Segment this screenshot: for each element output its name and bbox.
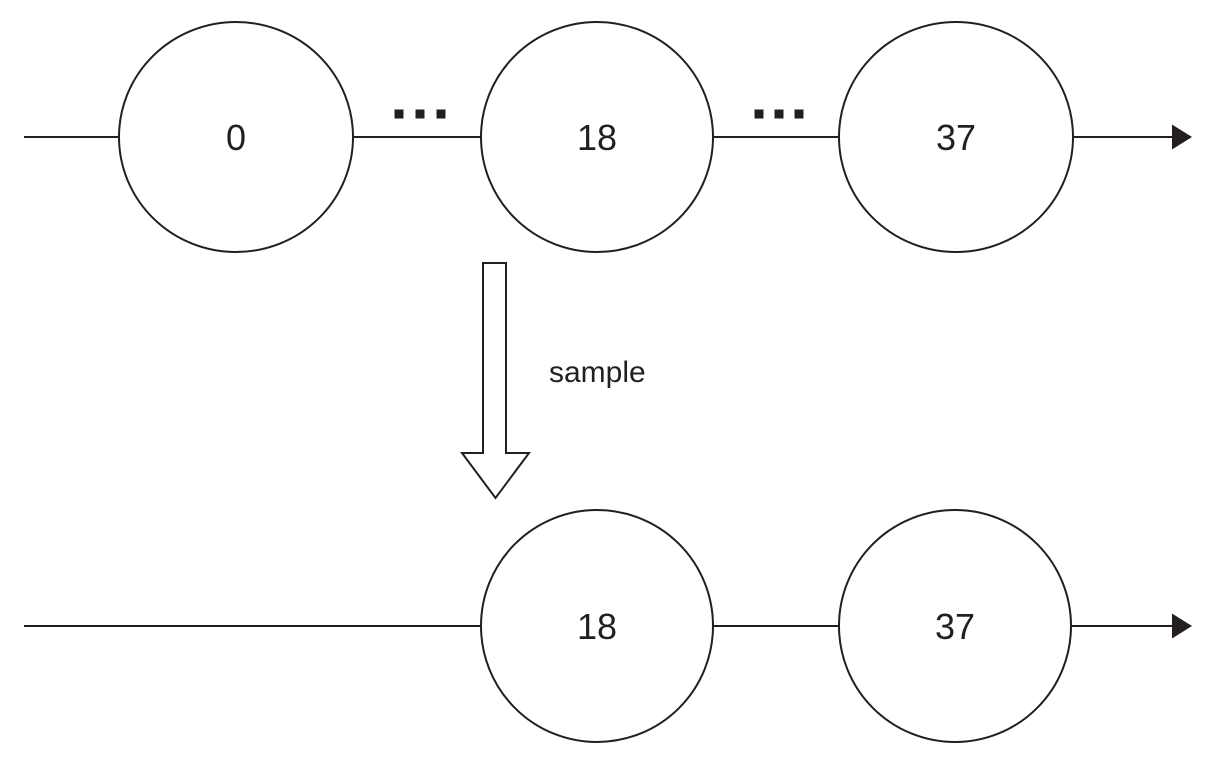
ellipsis-icon — [754, 109, 804, 119]
top-node-18-label: 18 — [577, 117, 617, 158]
bottom-chain-arrowhead-icon — [1172, 613, 1192, 639]
sample-arrow-label: sample — [549, 356, 646, 389]
bottom-node-18-label: 18 — [577, 606, 617, 647]
bottom-chain — [24, 509, 1172, 743]
sample-down-arrow-icon — [460, 262, 531, 500]
diagram-strokes — [24, 21, 1172, 743]
top-chain-arrowhead-icon — [1172, 124, 1192, 150]
top-node-37-label: 37 — [936, 117, 976, 158]
bottom-node-37-label: 37 — [935, 606, 975, 647]
top-node-0-label: 0 — [226, 117, 246, 158]
top-chain — [24, 21, 1172, 253]
ellipsis-icon — [394, 109, 446, 119]
diagram-fills: 0 18 37 sample 18 37 — [226, 109, 1192, 647]
